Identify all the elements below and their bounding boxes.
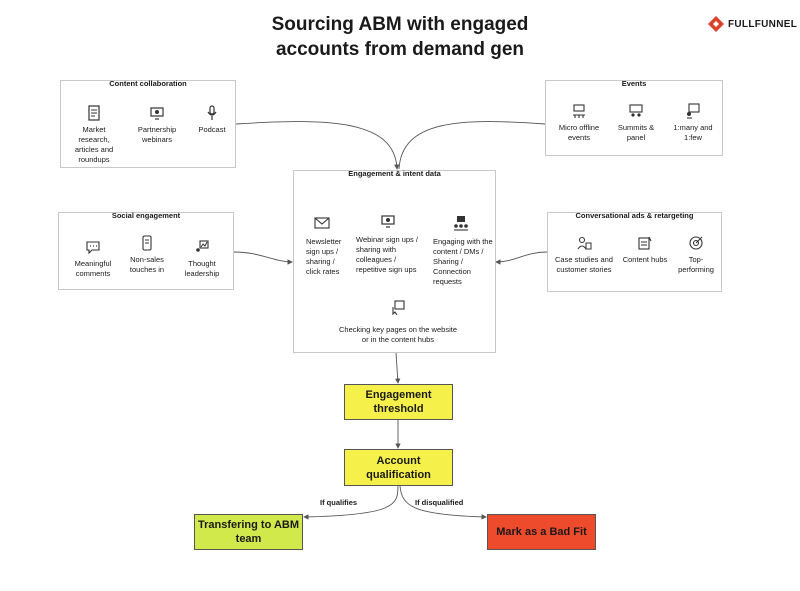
engagement-threshold-box: Engagement threshold (344, 384, 453, 420)
item-thought-leadership: Thought leadership (175, 239, 229, 279)
item-meaningful-comments: Meaningful comments (67, 239, 119, 279)
group-title: Events (621, 79, 647, 88)
document-icon (88, 105, 100, 121)
item-podcast: Podcast (191, 105, 233, 135)
group-title: Social engagement (111, 211, 181, 220)
engagement-intent-box: Engagement & intent data Newsletter sign… (293, 169, 496, 353)
events-box: Events Micro offline events Summits & pa… (545, 79, 723, 156)
webinar-icon (150, 107, 164, 120)
item-engaging-content: Engaging with the content / DMs / Sharin… (433, 215, 493, 287)
bad-fit-box: Mark as a Bad Fit (487, 514, 596, 550)
item-content-hubs: Content hubs (620, 235, 670, 265)
group-title: Engagement & intent data (348, 169, 441, 178)
edge-events-to-engagement (398, 121, 546, 170)
social-engagement-box: Social engagement Meaningful comments No… (58, 211, 234, 290)
edge-qualification-to-transfer (303, 485, 399, 520)
if-disqualified-label: If disqualified (415, 498, 464, 507)
title-line-1: Sourcing ABM with engaged (271, 14, 529, 35)
account-qualification-box: Account qualification (344, 449, 453, 486)
group-engage-icon (454, 216, 468, 231)
chart-board-icon (196, 240, 209, 252)
conversational-ads-box: Conversational ads & retargeting Case st… (547, 211, 722, 292)
event-icon (573, 104, 585, 118)
cursor-page-icon (392, 300, 405, 315)
phone-chat-icon (142, 235, 152, 251)
item-newsletter: Newsletter sign ups / sharing / click ra… (306, 215, 350, 277)
title-line-2: accounts from demand gen (275, 39, 525, 60)
target-icon (689, 236, 703, 250)
item-market-research: Market research, articles and roundups (69, 105, 119, 165)
item-summits-panel: Summits & panel (610, 103, 662, 143)
microphone-icon (207, 105, 217, 120)
content-collaboration-box: Content collaboration Market research, a… (60, 79, 236, 168)
fullfunnel-logo: FULLFUNNEL (708, 16, 797, 32)
item-partnership-webinars: Partnership webinars (129, 105, 185, 145)
edge-qualification-to-badfit (399, 485, 487, 520)
edge-engagement-to-threshold (395, 352, 401, 384)
item-one-many: 1:many and 1:few (666, 103, 720, 143)
group-title: Conversational ads & retargeting (575, 211, 694, 220)
item-webinar-signups: Webinar sign ups / sharing with colleagu… (356, 213, 424, 275)
logo-mark-icon (708, 16, 724, 32)
item-case-studies: Case studies and customer stories (554, 235, 614, 275)
customer-story-icon (577, 236, 592, 250)
comment-icon (86, 241, 100, 255)
if-qualifies-label: If qualifies (320, 498, 358, 507)
edge-ads-to-engagement (495, 251, 548, 265)
item-top-performing: Top-performing (672, 235, 720, 275)
item-micro-events: Micro offline events (552, 103, 606, 143)
content-hub-icon (638, 236, 652, 250)
edge-social-to-engagement (233, 251, 293, 265)
brand-name: FULLFUNNEL (728, 18, 798, 30)
edge-content-to-engagement (235, 121, 400, 170)
transfer-to-abm-box: Transfering to ABM team (194, 514, 303, 550)
group-title: Content collaboration (109, 79, 187, 88)
item-key-pages: Checking key pages on the website or in … (338, 299, 458, 345)
webinar-icon (381, 215, 395, 228)
summit-icon (629, 104, 643, 117)
item-non-sales-touches: Non-sales touches in (123, 235, 171, 275)
diagram-title: Sourcing ABM with engaged accounts from … (200, 12, 600, 62)
presentation-icon (687, 103, 700, 119)
envelope-icon (314, 217, 330, 229)
